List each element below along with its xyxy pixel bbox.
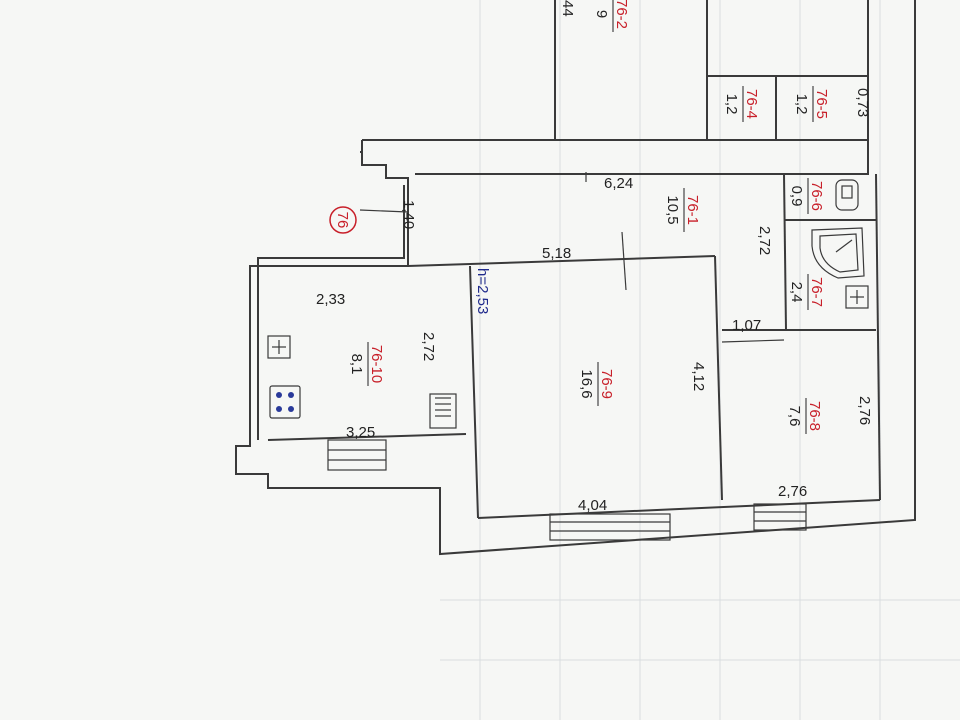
grid-paper xyxy=(440,0,960,720)
room-area-r2: 9 xyxy=(593,10,610,18)
room-id-r7: 76-7 xyxy=(808,277,825,307)
ceiling-height: h=2,53 xyxy=(474,268,491,314)
dim-233: 2,33 xyxy=(316,291,345,308)
dim-276-right: 2,76 xyxy=(856,396,873,425)
room-id-r8: 76-8 xyxy=(806,401,823,431)
dim-276-bottom: 2,76 xyxy=(778,483,807,500)
room-area-r1: 10,5 xyxy=(664,195,681,224)
room-id-r4: 76-4 xyxy=(743,89,760,119)
dimension-ticks xyxy=(359,172,785,343)
stove-icon xyxy=(269,385,301,419)
room-id-r5: 76-5 xyxy=(813,89,830,119)
outer-walls xyxy=(235,0,916,556)
outlet-icon xyxy=(267,335,291,359)
dim-404: 4,04 xyxy=(578,497,607,514)
room-id-r2: 76-2 xyxy=(613,0,630,29)
dim-107: 1,07 xyxy=(732,317,761,334)
dim-073: 0,73 xyxy=(854,88,871,117)
room-id-r10: 76-10 xyxy=(368,345,385,383)
room-area-r4: 1,2 xyxy=(723,94,740,115)
apartment-badge: 76 xyxy=(329,206,357,234)
room-id-r6: 76-6 xyxy=(808,181,825,211)
dim-518: 5,18 xyxy=(542,245,571,262)
windows xyxy=(327,439,807,541)
bathtub-icon xyxy=(811,227,865,279)
dim-325: 3,25 xyxy=(346,424,375,441)
radiator-icon xyxy=(429,393,457,429)
room-area-r10: 8,1 xyxy=(348,354,365,375)
dimension-labels: 6,24 5,18 2,33 3,25 4,04 2,76 1,07 1,40 … xyxy=(316,0,873,514)
dim-140: 1,40 xyxy=(400,200,417,229)
dim-412: 4,12 xyxy=(690,362,707,391)
sink-icon xyxy=(845,285,869,309)
room-area-r8: 7,6 xyxy=(786,406,803,427)
room-labels: 76-1 10,5 76-2 9 76-4 1,2 76-5 1,2 76-6 … xyxy=(348,0,830,434)
interior-walls xyxy=(267,0,881,519)
room-id-r1: 76-1 xyxy=(684,195,701,225)
room-area-r9: 16,6 xyxy=(578,369,595,398)
room-id-r9: 76-9 xyxy=(598,369,615,399)
room-area-r7: 2,4 xyxy=(788,282,805,303)
dim-44: 44 xyxy=(559,0,576,17)
room-area-r5: 1,2 xyxy=(793,94,810,115)
dim-624: 6,24 xyxy=(604,175,633,192)
room-area-r6: 0,9 xyxy=(788,186,805,207)
toilet-icon xyxy=(835,179,859,211)
apartment-label: 76 xyxy=(334,212,351,229)
dim-272-bath: 2,72 xyxy=(756,226,773,255)
dim-272-kitchen: 2,72 xyxy=(420,332,437,361)
